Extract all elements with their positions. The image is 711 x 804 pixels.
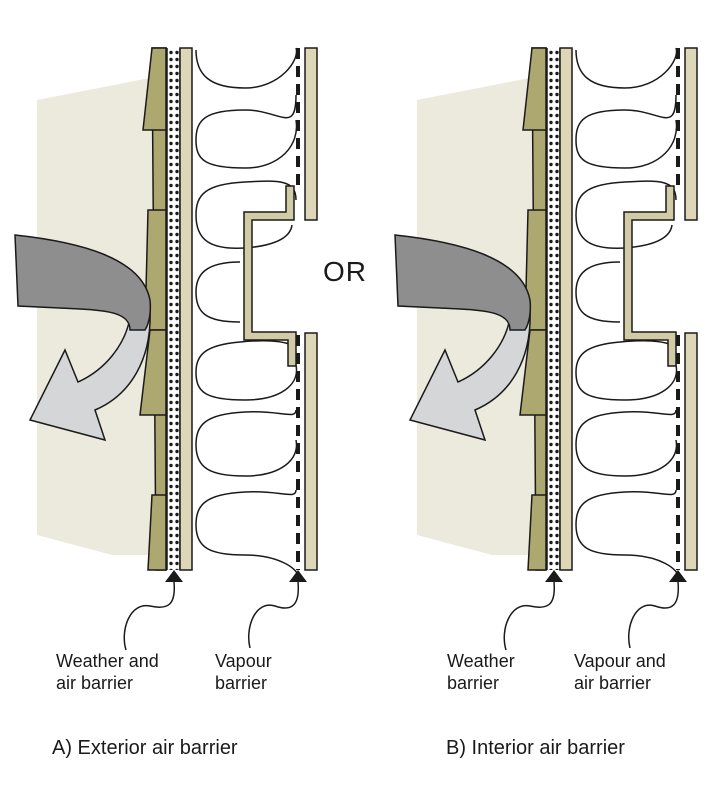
sheathing xyxy=(559,47,573,571)
insulation xyxy=(575,47,679,579)
caption-exterior-air-barrier: A) Exterior air barrier xyxy=(52,737,238,759)
electrical-box xyxy=(243,185,297,367)
background-wall xyxy=(37,75,165,555)
label-line: air barrier xyxy=(574,673,652,693)
air-leakage-arrow xyxy=(14,234,152,442)
label-line: Weather xyxy=(447,651,515,671)
weather-barrier xyxy=(546,48,560,570)
sheathing xyxy=(179,47,193,571)
label-line: air barrier xyxy=(56,673,134,693)
label-vapour-air-barrier: Vapour and air barrier xyxy=(574,650,666,694)
air-leakage-arrow xyxy=(394,234,532,442)
drywall-upper xyxy=(684,47,698,221)
label-line: barrier xyxy=(215,673,268,693)
insulation xyxy=(195,47,299,579)
label-line: Vapour xyxy=(215,651,272,671)
label-weather-barrier: Weather barrier xyxy=(447,650,515,694)
panel-interior-air-barrier xyxy=(394,47,698,651)
label-line: barrier xyxy=(447,673,500,693)
electrical-box xyxy=(623,185,677,367)
background-wall xyxy=(417,75,545,555)
caption-interior-air-barrier: B) Interior air barrier xyxy=(446,737,625,759)
label-line: Weather and xyxy=(56,651,159,671)
pointer-arrows xyxy=(503,570,687,651)
drywall-lower xyxy=(304,332,318,571)
label-weather-air-barrier: Weather and air barrier xyxy=(56,650,159,694)
pointer-arrows xyxy=(123,570,307,651)
label-vapour-barrier: Vapour barrier xyxy=(215,650,272,694)
label-line: Vapour and xyxy=(574,651,666,671)
siding xyxy=(519,47,547,571)
drywall-upper xyxy=(304,47,318,221)
weather-air-barrier xyxy=(166,48,180,570)
panel-exterior-air-barrier xyxy=(14,47,318,651)
or-divider: OR xyxy=(323,256,367,287)
drywall-lower xyxy=(684,332,698,571)
